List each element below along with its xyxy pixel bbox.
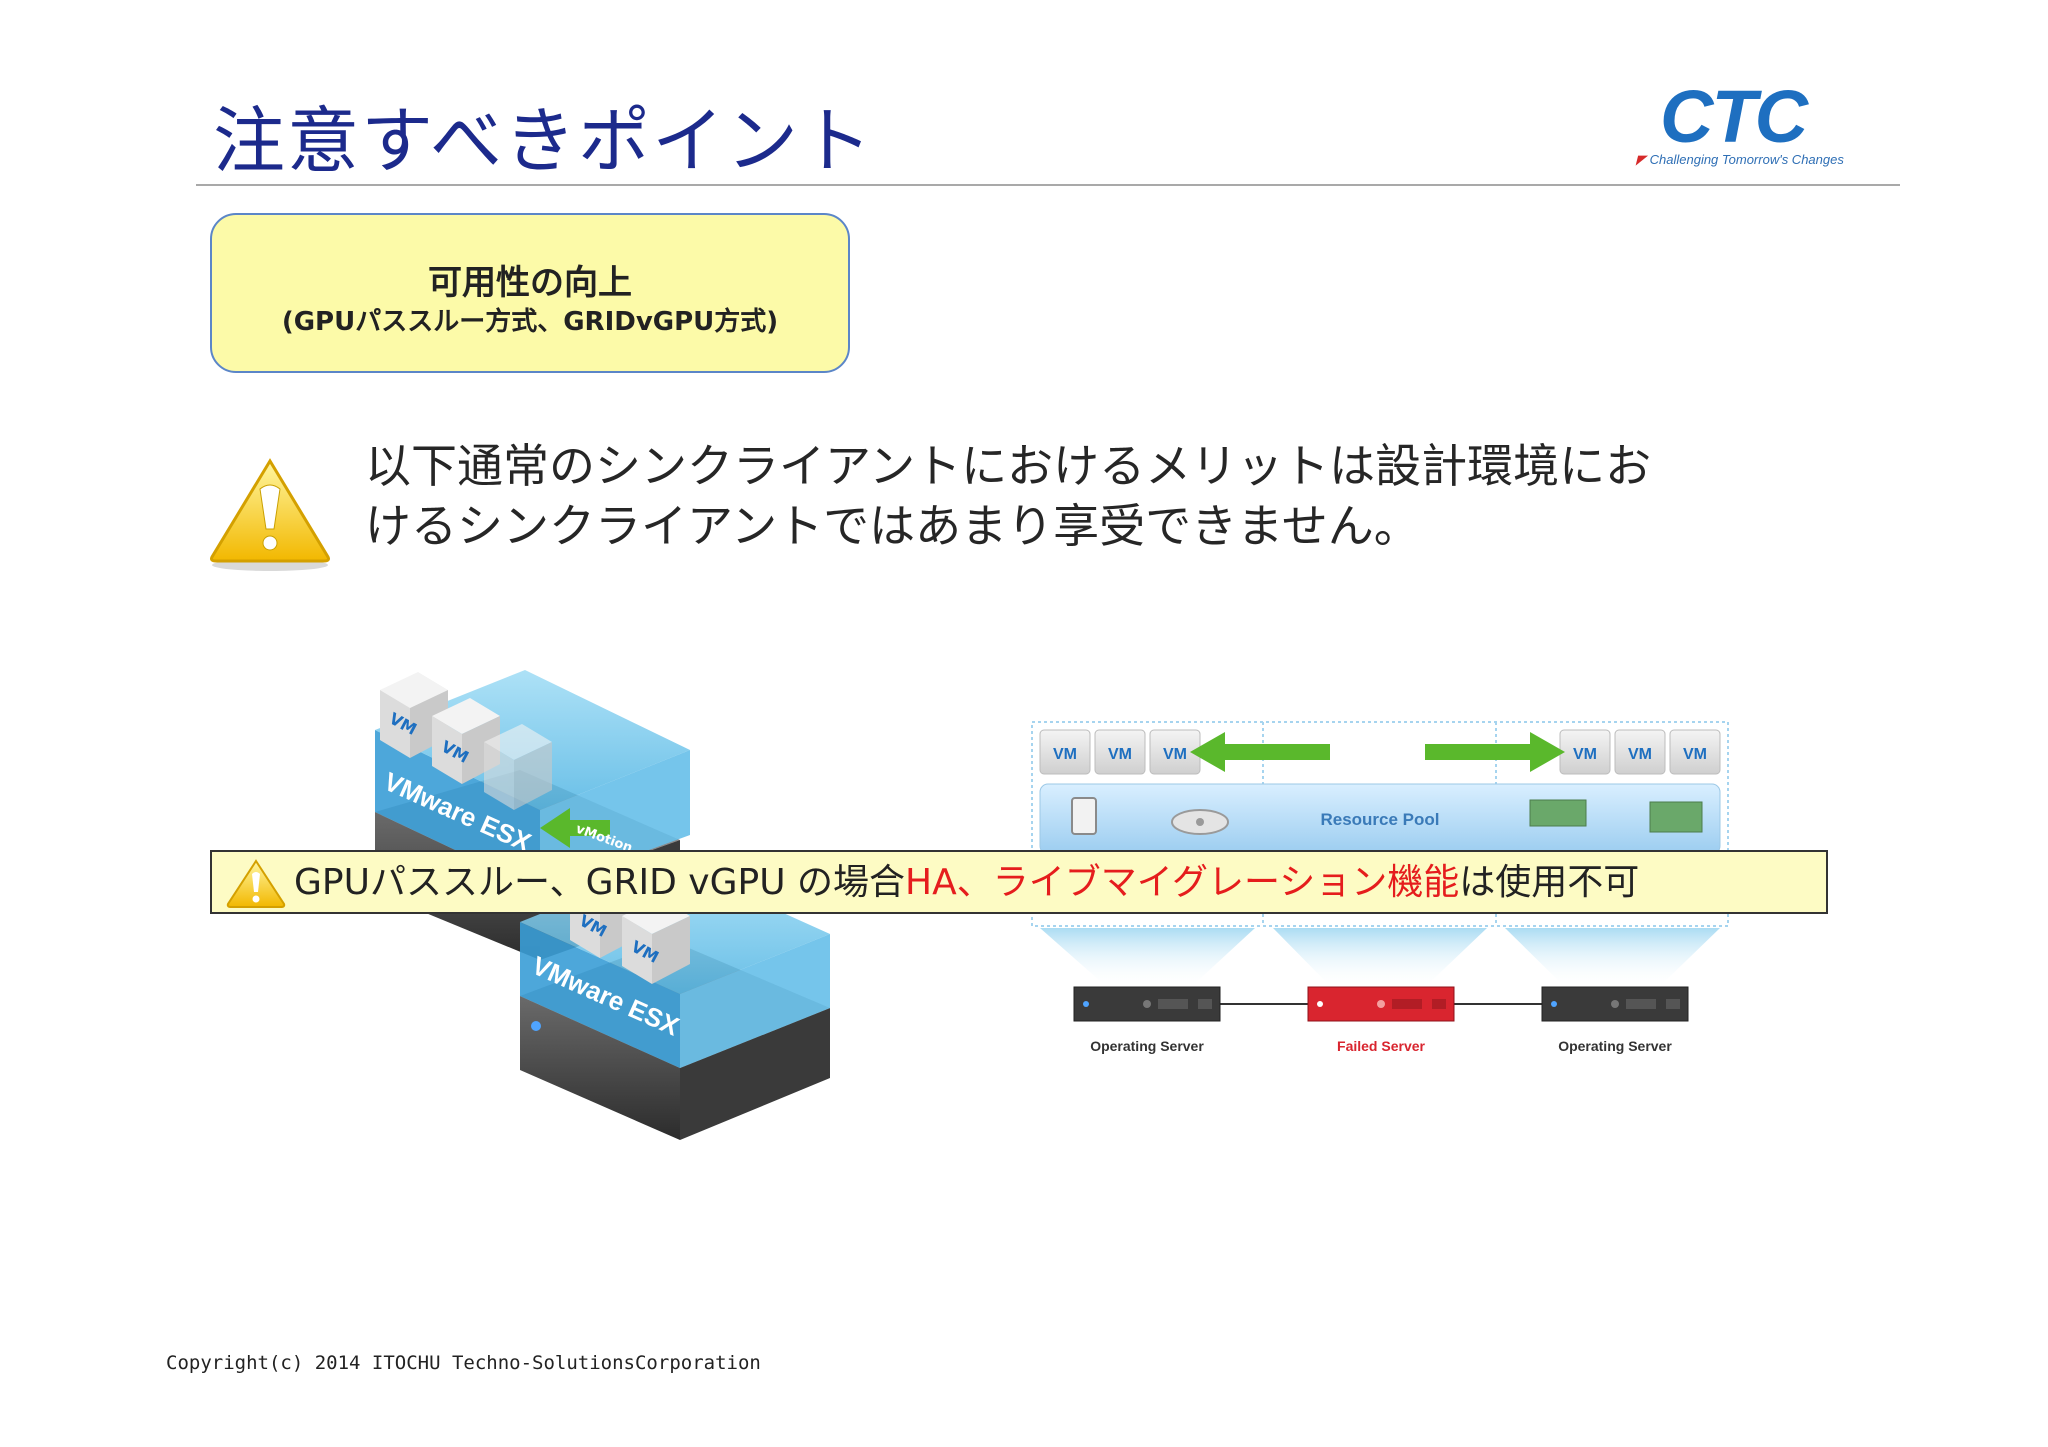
notice-line-2: けるシンクライアントではあまり享受できません。 <box>365 499 1420 553</box>
ctc-logo: CTC <box>1660 82 1812 158</box>
warning-banner: GPUパススルー、GRID vGPU の場合HA、ライブマイグレーション機能は使… <box>210 850 1828 914</box>
logo-text: CTC <box>1660 82 1810 158</box>
server-label: Operating Server <box>1090 1038 1204 1054</box>
notice-line-1: 以下通常のシンクライアントにおけるメリットは設計環境にお <box>365 439 1652 493</box>
operating-server-icon <box>1073 986 1221 1022</box>
disk-icon <box>1171 809 1229 835</box>
vm-label: VM <box>1628 746 1652 763</box>
nic-icon <box>1649 801 1703 833</box>
memory-icon <box>1529 799 1587 827</box>
beam <box>1040 928 1255 988</box>
copyright: Copyright(c) 2014 ITOCHU Techno-Solution… <box>166 1352 761 1374</box>
callout-title: 可用性の向上 <box>428 263 632 303</box>
availability-callout: 可用性の向上 (GPUパススルー方式、GRIDvGPU方式) <box>210 213 850 373</box>
vm-label: VM <box>1163 746 1187 763</box>
resource-pool-label: Resource Pool <box>1320 810 1439 829</box>
tagline-text: Challenging Tomorrow's Changes <box>1649 152 1844 167</box>
vm-tile: VM <box>1559 729 1611 775</box>
vm-box: VM <box>432 698 500 784</box>
ha-diagram: VM VM VM VM VM VM Resource Pool Operatin… <box>1031 721 1729 1054</box>
banner-text-highlight: HA、ライブマイグレーション機能 <box>905 862 1460 903</box>
vm-label: VM <box>1108 746 1132 763</box>
warning-icon <box>210 458 330 571</box>
logo-tagline: ◤ Challenging Tomorrow's Changes <box>1636 152 1844 168</box>
vm-box: VM <box>622 898 690 984</box>
vm-tile: VM <box>1094 729 1146 775</box>
callout-subtitle: (GPUパススルー方式、GRIDvGPU方式) <box>281 307 779 337</box>
vm-label: VM <box>1683 746 1707 763</box>
failed-server-icon <box>1307 986 1455 1022</box>
notice-text: 以下通常のシンクライアントにおけるメリットは設計環境にお けるシンクライアントで… <box>365 436 1765 556</box>
vm-box: VM <box>380 672 448 758</box>
vm-box <box>484 724 552 810</box>
beam <box>1505 928 1720 988</box>
vm-label: VM <box>1053 746 1077 763</box>
title-divider <box>196 184 1900 186</box>
tagline-flag-icon: ◤ <box>1636 152 1646 167</box>
operating-server-icon <box>1541 986 1689 1022</box>
banner-text: GPUパススルー、GRID vGPU の場合HA、ライブマイグレーション機能は使… <box>294 858 1639 908</box>
server-label: Failed Server <box>1337 1038 1425 1054</box>
failover-arrow-right <box>1425 732 1565 772</box>
banner-text-before: GPUパススルー、GRID vGPU の場合 <box>294 862 905 903</box>
beam <box>1273 928 1487 988</box>
server-label: Operating Server <box>1558 1038 1672 1054</box>
vm-tile: VM <box>1149 729 1201 775</box>
vm-tile: VM <box>1614 729 1666 775</box>
page-title: 注意すべきポイント <box>213 99 874 183</box>
banner-text-after: は使用不可 <box>1459 862 1640 903</box>
vm-tile: VM <box>1669 729 1721 775</box>
failover-arrow-left <box>1190 732 1330 772</box>
warning-icon <box>226 859 286 908</box>
vm-label: VM <box>1573 746 1597 763</box>
cpu-icon <box>1071 797 1097 835</box>
vm-tile: VM <box>1039 729 1091 775</box>
